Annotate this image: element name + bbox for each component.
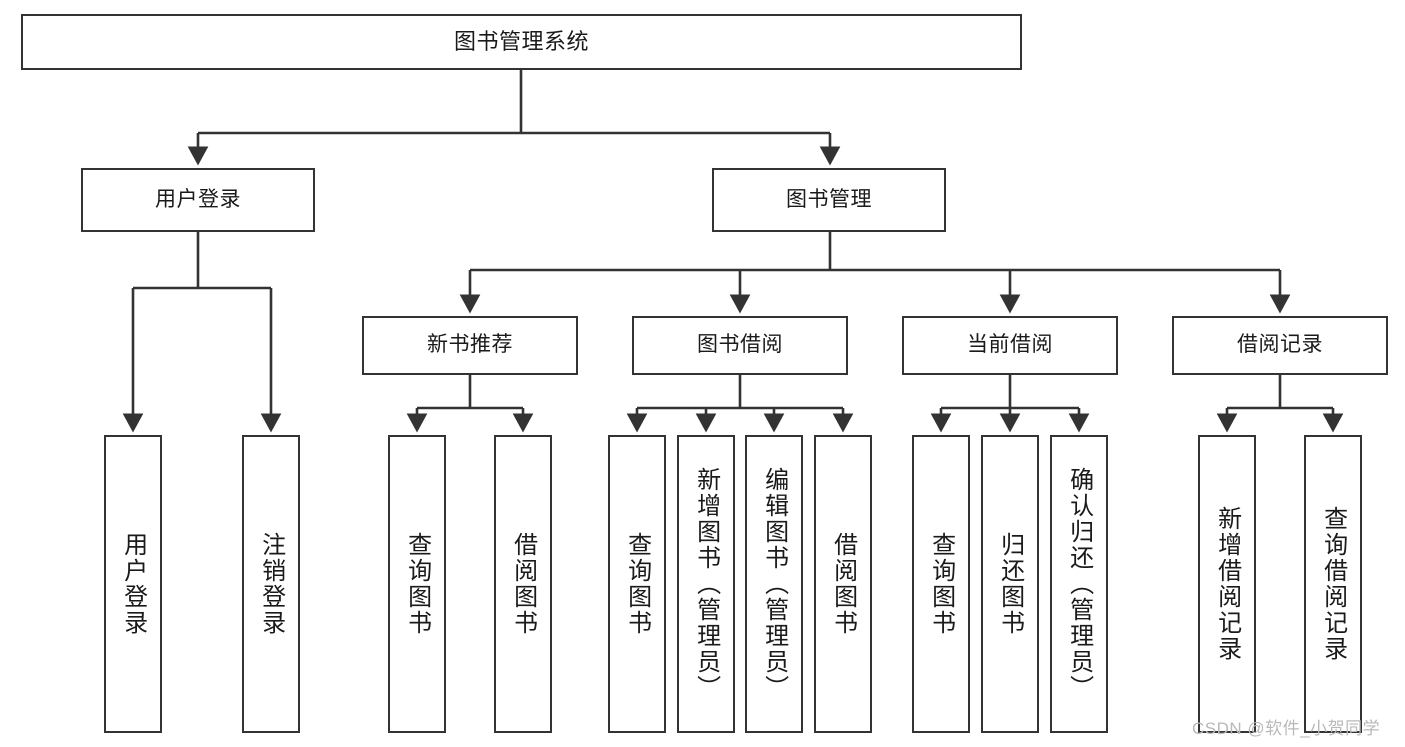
node-leaf-query-book-3-label: 查询图书 [927,532,955,636]
node-current-borrow-label: 当前借阅 [967,333,1053,357]
node-leaf-query-book-2[interactable]: 查询图书 [608,435,666,733]
node-new-book-recommend-label: 新书推荐 [427,333,513,357]
node-leaf-query-book-3[interactable]: 查询图书 [912,435,970,733]
watermark: CSDN @软件_小贺同学 [1192,719,1381,738]
node-leaf-query-record[interactable]: 查询借阅记录 [1304,435,1362,733]
node-leaf-add-book-label: 新增图书（管理员） [692,467,720,701]
node-leaf-confirm-return-label: 确认归还（管理员） [1065,467,1093,701]
node-user-login-label: 用户登录 [155,187,241,211]
node-leaf-edit-book[interactable]: 编辑图书（管理员） [745,435,803,733]
node-leaf-borrow-book-1[interactable]: 借阅图书 [494,435,552,733]
node-root[interactable]: 图书管理系统 [21,14,1022,70]
node-borrow-record[interactable]: 借阅记录 [1172,316,1388,375]
node-book-management-label: 图书管理 [786,187,872,211]
node-leaf-borrow-book-2-label: 借阅图书 [829,532,857,636]
node-leaf-edit-book-label: 编辑图书（管理员） [760,467,788,701]
node-leaf-return-book[interactable]: 归还图书 [981,435,1039,733]
node-leaf-query-record-label: 查询借阅记录 [1319,506,1347,662]
node-leaf-user-logout-label: 注销登录 [257,532,285,636]
node-leaf-user-login[interactable]: 用户登录 [104,435,162,733]
node-root-label: 图书管理系统 [453,29,589,55]
node-leaf-confirm-return[interactable]: 确认归还（管理员） [1050,435,1108,733]
node-user-login[interactable]: 用户登录 [81,168,315,232]
node-leaf-user-login-label: 用户登录 [119,532,147,636]
node-current-borrow[interactable]: 当前借阅 [902,316,1118,375]
node-leaf-borrow-book-1-label: 借阅图书 [509,532,537,636]
node-new-book-recommend[interactable]: 新书推荐 [362,316,578,375]
node-book-borrow-label: 图书借阅 [697,333,783,357]
node-leaf-add-book[interactable]: 新增图书（管理员） [677,435,735,733]
node-book-management[interactable]: 图书管理 [712,168,946,232]
node-book-borrow[interactable]: 图书借阅 [632,316,848,375]
node-borrow-record-label: 借阅记录 [1237,333,1323,357]
node-leaf-add-record-label: 新增借阅记录 [1213,506,1241,662]
node-leaf-return-book-label: 归还图书 [996,532,1024,636]
node-leaf-user-logout[interactable]: 注销登录 [242,435,300,733]
node-leaf-query-book-2-label: 查询图书 [623,532,651,636]
node-leaf-query-book-1-label: 查询图书 [403,532,431,636]
node-leaf-add-record[interactable]: 新增借阅记录 [1198,435,1256,733]
node-leaf-borrow-book-2[interactable]: 借阅图书 [814,435,872,733]
node-leaf-query-book-1[interactable]: 查询图书 [388,435,446,733]
